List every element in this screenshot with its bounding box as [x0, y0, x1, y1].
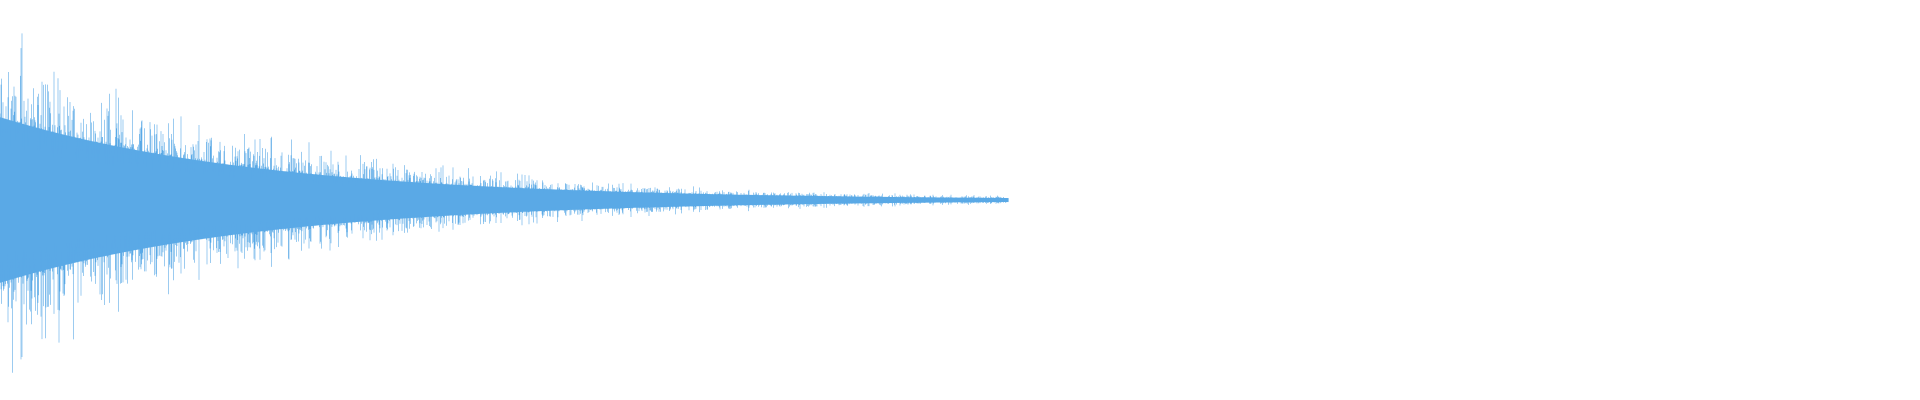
waveform-graphic: [0, 33, 1009, 373]
